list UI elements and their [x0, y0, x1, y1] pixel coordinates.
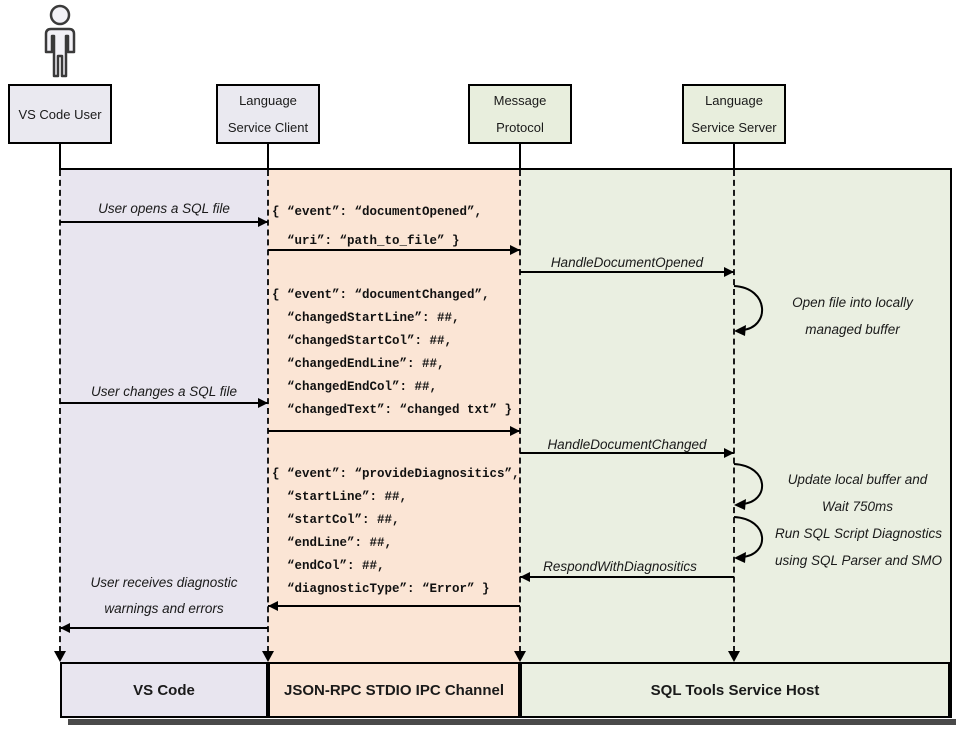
- lane-channel: [268, 170, 520, 718]
- arrowhead-right: [724, 267, 734, 277]
- arrowhead-left: [520, 572, 530, 582]
- lane-host: [520, 170, 950, 718]
- self-loop-run-diagnostics: [732, 515, 780, 563]
- actor-box-message-protocol: Message Protocol: [468, 84, 572, 144]
- band-right-border: [950, 168, 952, 718]
- arrowhead-right: [510, 426, 520, 436]
- lifeline-client: [267, 170, 269, 652]
- self-loop-open-file: [732, 284, 780, 336]
- note-update-buffer: Update local buffer and Wait 750ms: [787, 472, 928, 514]
- actor-box-service-client: Language Service Client: [216, 84, 320, 144]
- arrow-respond-with-diagnostics: [520, 572, 734, 582]
- connector-protocol: [519, 144, 521, 170]
- arrow-user-receives: [60, 623, 268, 633]
- arrow-user-changes: [60, 398, 268, 408]
- lifeline-end-arrow-user: [54, 651, 66, 662]
- arrow-user-opens: [60, 217, 268, 227]
- self-loop-update-buffer: [732, 462, 780, 510]
- actor-box-vscode-user: VS Code User: [8, 84, 112, 144]
- lifeline-end-arrow-server: [728, 651, 740, 662]
- arrow-document-changed: [268, 426, 520, 436]
- connector-user: [59, 144, 61, 170]
- arrow-handle-document-opened: [520, 267, 734, 277]
- lifeline-protocol: [519, 170, 521, 652]
- lifeline-end-arrow-client: [262, 651, 274, 662]
- lifeline-server: [733, 170, 735, 652]
- arrowhead-left: [60, 623, 70, 633]
- label-user-receives: User receives diagnostic warnings and er…: [90, 575, 238, 616]
- label-handle-document-changed: HandleDocumentChanged: [547, 437, 707, 452]
- lane-box-channel: JSON-RPC STDIO IPC Channel: [268, 662, 520, 718]
- user-actor-icon: [28, 4, 92, 80]
- arrowhead-left: [268, 601, 278, 611]
- label-handle-document-opened: HandleDocumentOpened: [550, 255, 704, 270]
- band-top-border: [60, 168, 952, 170]
- label-user-opens: User opens a SQL file: [98, 201, 230, 216]
- note-open-file: Open file into locally managed buffer: [792, 295, 913, 337]
- arrow-handle-document-changed: [520, 448, 734, 458]
- arrowhead-right: [258, 217, 268, 227]
- lane-box-vscode: VS Code: [60, 662, 268, 718]
- lifeline-end-arrow-protocol: [514, 651, 526, 662]
- arrow-provide-diagnostics: [268, 601, 520, 611]
- lane-vscode: [60, 170, 268, 718]
- label-user-changes: User changes a SQL file: [90, 384, 238, 399]
- json-document-opened: { “event”: “documentOpened”, “uri”: “pat…: [272, 205, 483, 248]
- lifeline-user: [59, 170, 61, 652]
- json-provide-diagnostics: { “event”: “provideDiagnositics”, “start…: [272, 467, 520, 596]
- arrowhead-right: [724, 448, 734, 458]
- lane-box-host: SQL Tools Service Host: [520, 662, 950, 718]
- bottom-shadow: [68, 719, 956, 725]
- arrowhead-right: [510, 245, 520, 255]
- note-run-diagnostics: Run SQL Script Diagnostics using SQL Par…: [774, 526, 943, 568]
- arrow-document-opened: [268, 245, 520, 255]
- json-document-changed: { “event”: “documentChanged”, “changedSt…: [272, 288, 513, 417]
- arrowhead-right: [258, 398, 268, 408]
- connector-server: [733, 144, 735, 170]
- actor-box-service-server: Language Service Server: [682, 84, 786, 144]
- label-respond-with-diagnostics: RespondWithDiagnositics: [543, 559, 697, 574]
- connector-client: [267, 144, 269, 170]
